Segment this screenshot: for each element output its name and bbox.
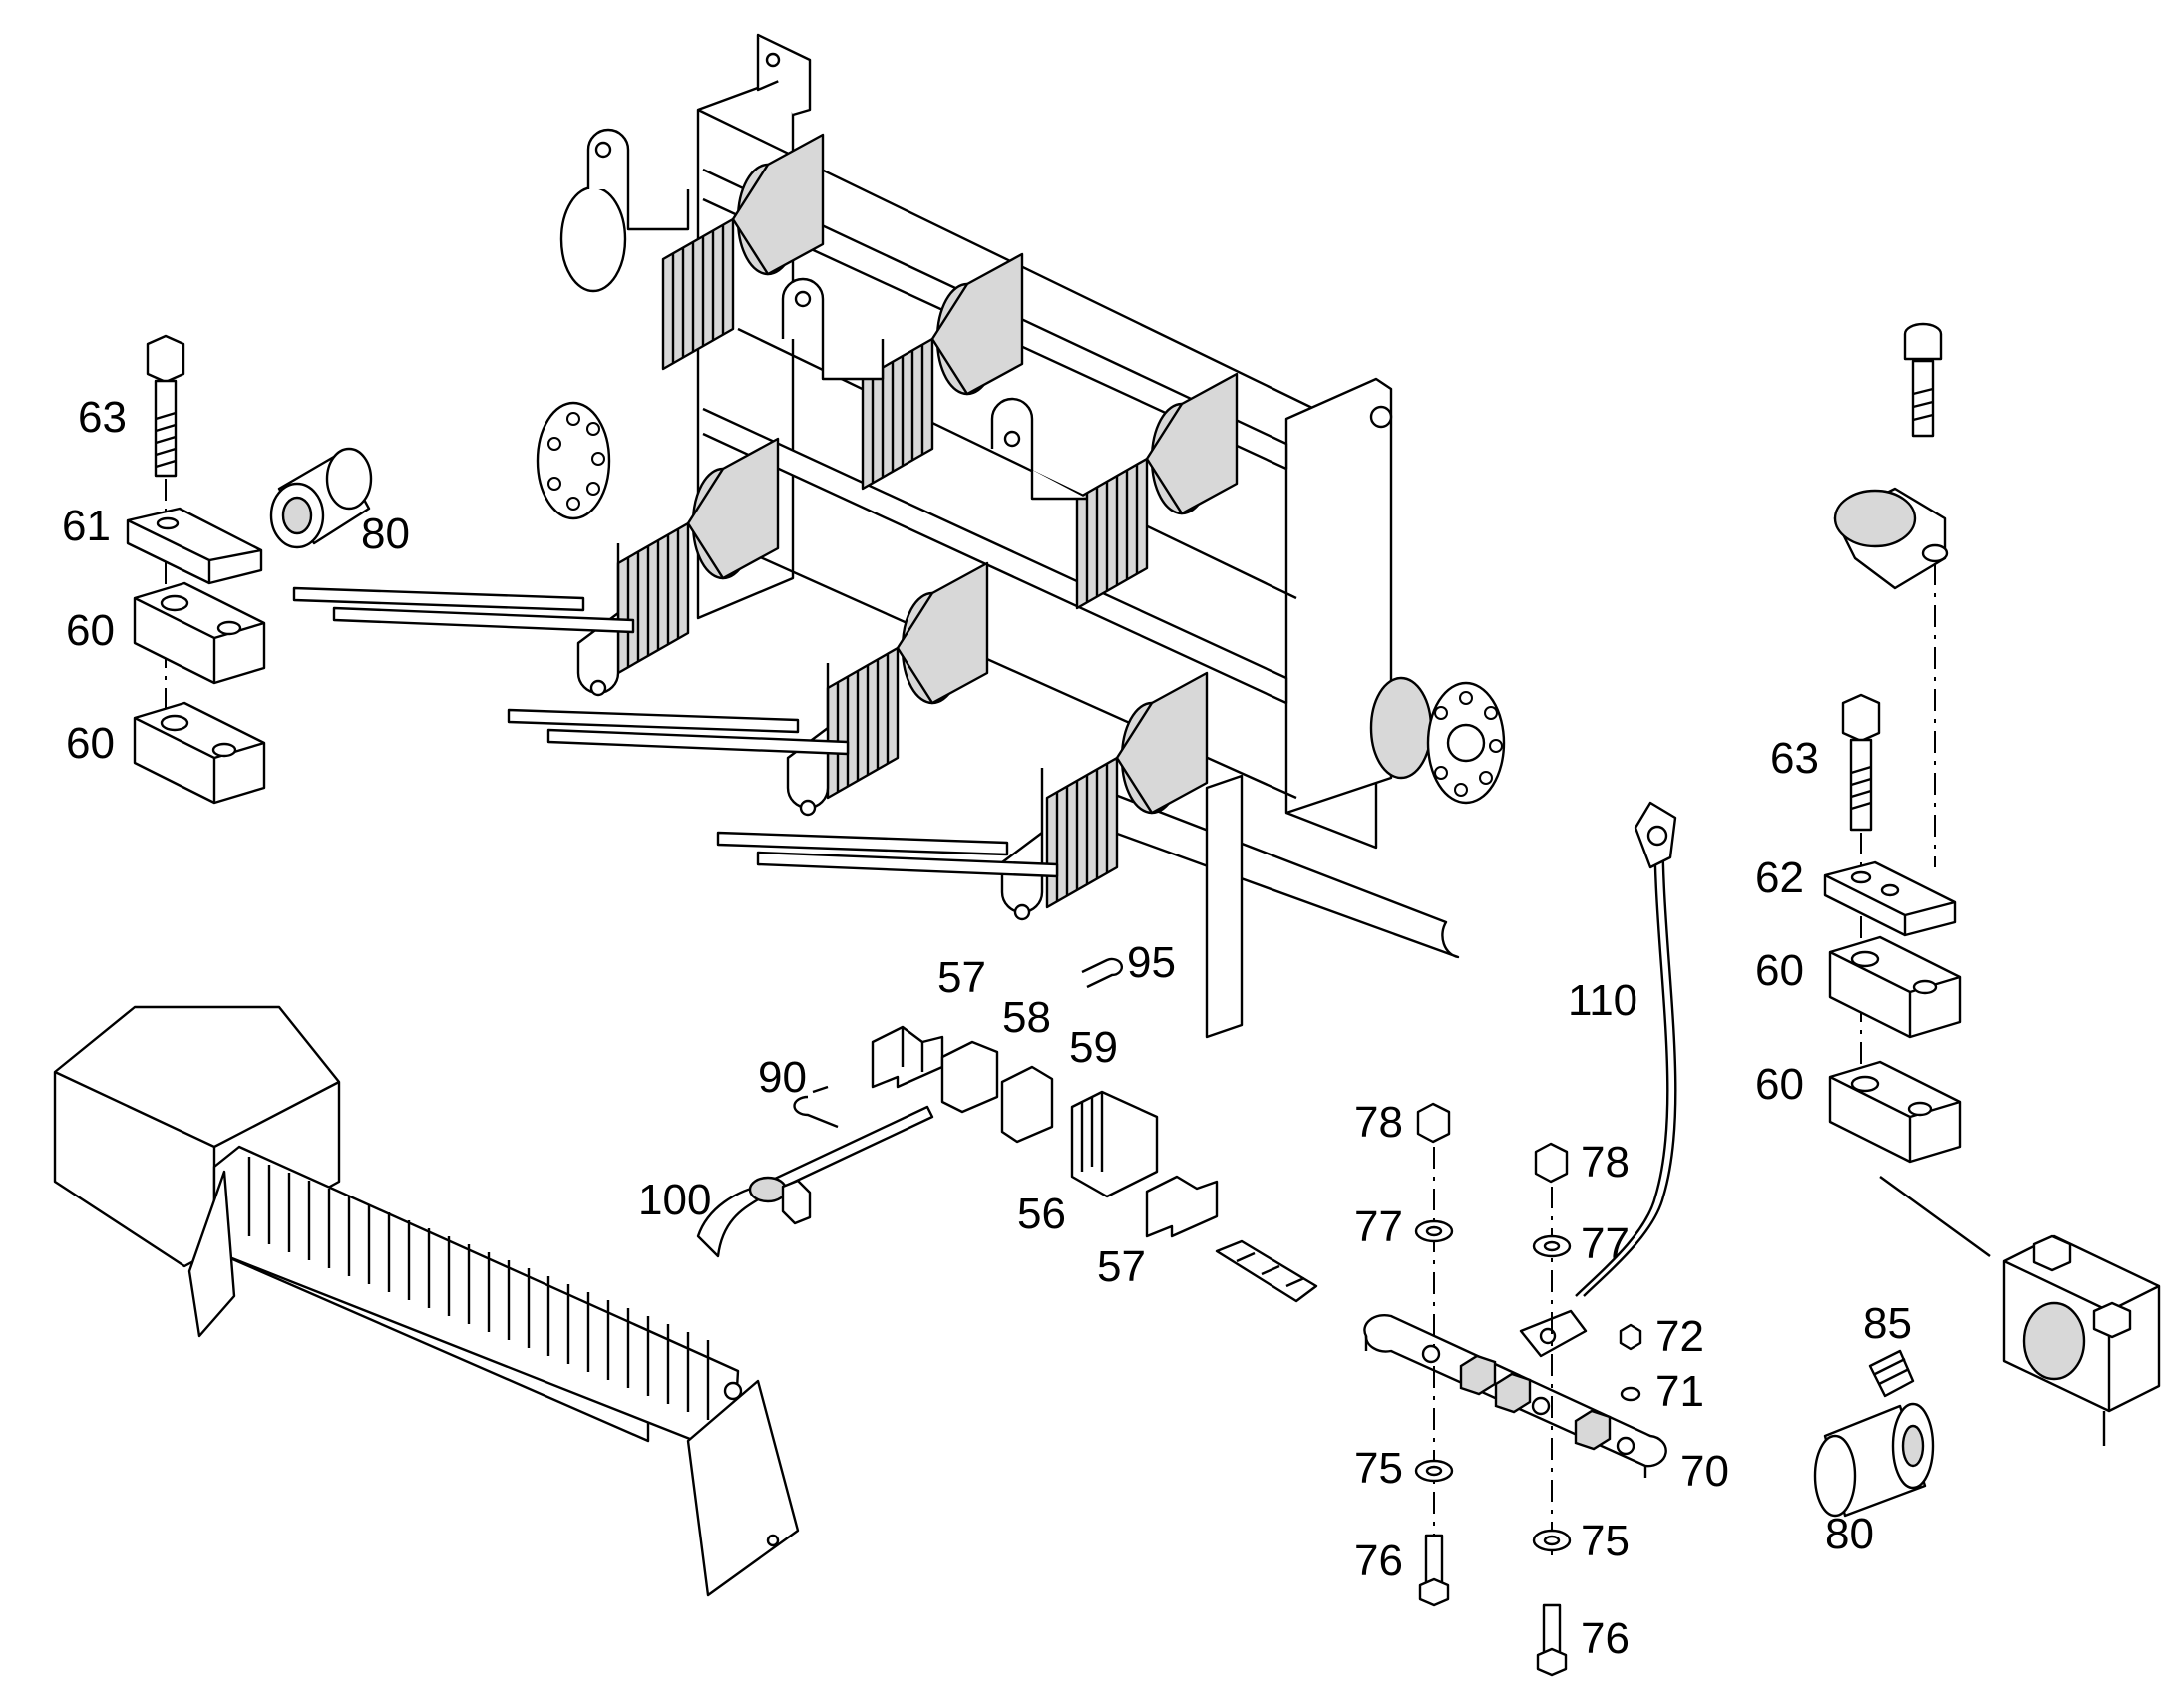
- callout-63-left: 63: [78, 393, 127, 442]
- callout-77-right: 77: [1581, 1219, 1630, 1268]
- callout-78-left: 78: [1354, 1098, 1403, 1147]
- callout-80-right: 80: [1825, 1510, 1874, 1558]
- callout-62: 62: [1755, 854, 1804, 902]
- disconnector-frame-assembly: [292, 33, 1506, 1039]
- callout-57-lower: 57: [1097, 1242, 1146, 1291]
- terminal-blocks: [696, 957, 1318, 1303]
- callout-60-left-lower: 60: [66, 719, 115, 768]
- callout-100: 100: [638, 1176, 711, 1224]
- callout-60-right-lower: 60: [1755, 1060, 1804, 1109]
- callout-59: 59: [1069, 1023, 1118, 1072]
- callout-60-left-upper: 60: [66, 606, 115, 655]
- callout-labels: 63 61 80 60 60 63 62 60 60 95 57 58 59 9…: [62, 393, 1912, 1663]
- callout-72: 72: [1655, 1312, 1704, 1361]
- callout-61: 61: [62, 502, 111, 550]
- callout-76-right: 76: [1581, 1614, 1630, 1663]
- callout-71: 71: [1655, 1367, 1704, 1416]
- callout-56: 56: [1017, 1190, 1066, 1238]
- earth-bar-assembly: [1363, 801, 1677, 1677]
- callout-63-right: 63: [1770, 734, 1819, 783]
- callout-75-left: 75: [1354, 1444, 1403, 1493]
- callout-110: 110: [1568, 976, 1637, 1025]
- callout-80-left: 80: [361, 510, 410, 558]
- callout-76-left: 76: [1354, 1537, 1403, 1585]
- callout-70: 70: [1680, 1447, 1729, 1496]
- callout-58: 58: [1002, 993, 1051, 1042]
- heater-resistor: [53, 1005, 800, 1597]
- callout-75-right: 75: [1581, 1517, 1630, 1565]
- callout-57-upper: 57: [937, 953, 986, 1002]
- callout-78-right: 78: [1581, 1138, 1630, 1187]
- callout-85: 85: [1863, 1299, 1912, 1348]
- callout-95: 95: [1127, 938, 1176, 987]
- callout-90: 90: [758, 1053, 807, 1102]
- callout-60-right-upper: 60: [1755, 946, 1804, 995]
- right-clamp-stack: [1813, 322, 2161, 1518]
- left-clamp-stack: [126, 334, 373, 805]
- callout-77-left: 77: [1354, 1202, 1403, 1251]
